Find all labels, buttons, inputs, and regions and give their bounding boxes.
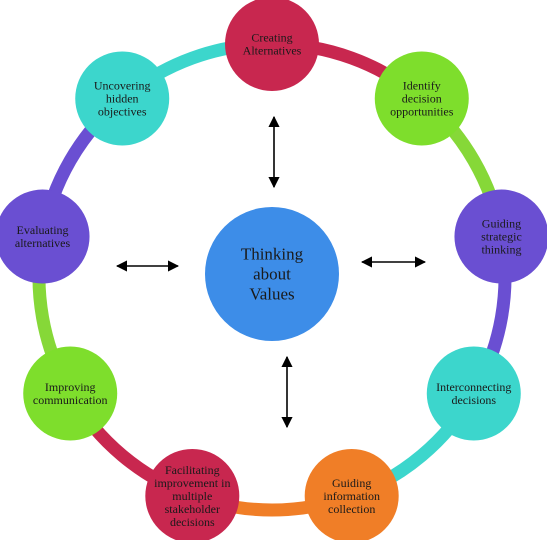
center-label-line: Thinking (241, 245, 304, 264)
node-label-line: Identify (403, 79, 441, 93)
node-circle (23, 346, 118, 441)
node-label-line: Creating (251, 31, 292, 45)
node-label-line: opportunities (390, 105, 454, 119)
node-label-line: collection (328, 502, 375, 516)
node-circle (454, 189, 547, 284)
node-label-line: Guiding (482, 217, 521, 231)
center-label-line: about (253, 265, 291, 284)
center-label-line: Values (249, 285, 294, 304)
node-label-line: Facilitating (165, 463, 220, 477)
node-label-line: thinking (481, 243, 521, 257)
node-label-line: decision (402, 92, 442, 106)
node-label-line: Interconnecting (436, 380, 511, 394)
node-label-line: multiple (172, 489, 212, 503)
node-label-line: stakeholder (165, 502, 220, 516)
node-label-line: hidden (106, 92, 139, 106)
node-label-line: Evaluating (17, 223, 69, 237)
node-circle (374, 51, 469, 146)
node-label-line: Guiding (332, 476, 371, 490)
node-label-line: Alternatives (243, 44, 302, 58)
node-label-line: Improving (45, 380, 96, 394)
arrows (115, 115, 427, 429)
node-label-line: decisions (170, 515, 215, 529)
node-label-line: improvement in (154, 476, 230, 490)
node-label-line: alternatives (15, 236, 71, 250)
node-circle (75, 51, 170, 146)
node-label-line: objectives (98, 105, 147, 119)
node-label-line: communication (33, 393, 108, 407)
node-circle (426, 346, 521, 441)
node-label-line: decisions (451, 393, 496, 407)
center-circle (205, 207, 339, 341)
node-label-line: information (323, 489, 380, 503)
node-circle (304, 448, 399, 540)
node-label-line: Uncovering (94, 79, 151, 93)
node-circle (0, 189, 90, 284)
node-label-line: strategic (481, 230, 522, 244)
node-circle (225, 0, 319, 91)
node-circle (145, 448, 240, 540)
